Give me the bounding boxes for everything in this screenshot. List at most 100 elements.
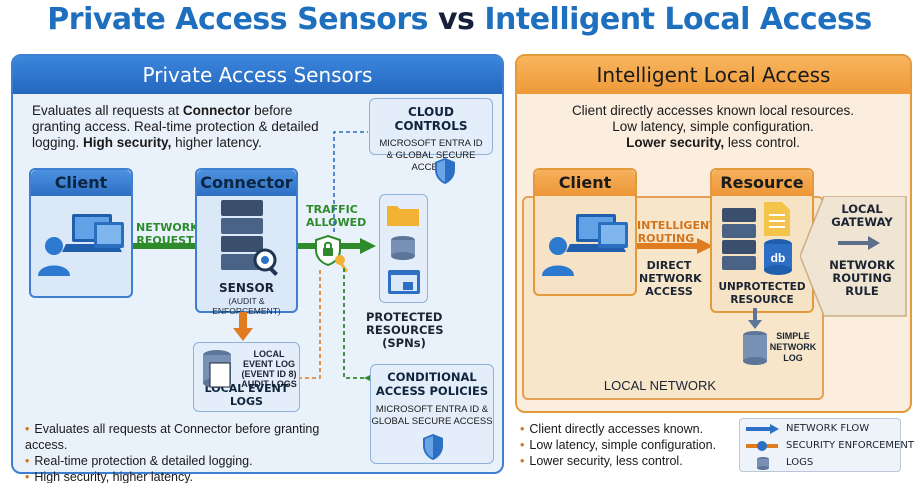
lock-shield-icon — [315, 234, 349, 273]
local-event-log-lines: LOCAL EVENT LOG (EVENT ID 8) AUDIT LOGS — [238, 349, 300, 389]
bullet-item: •Client directly accesses known. — [520, 422, 704, 436]
desc-text: Evaluates all requests at — [32, 103, 183, 118]
protected-line: RESOURCES — [366, 323, 444, 337]
desc-text: granting access. Real-time protection & … — [32, 119, 319, 134]
simple-log-line: LOG — [783, 353, 803, 363]
bullet-text: Low latency, simple configuration. — [529, 438, 717, 452]
cap-line-2: GLOBAL SECURE ACCESS — [371, 416, 493, 427]
direct-line: NETWORK — [639, 272, 702, 285]
network-request-line: NETWORK — [136, 221, 199, 234]
bullet-item: •Real-time protection & detailed logging… — [25, 454, 253, 468]
traffic-allowed-label: TRAFFIC ALLOWED — [306, 203, 367, 229]
desc-text: higher latency. — [171, 135, 262, 150]
unprotected-line: RESOURCE — [730, 294, 794, 306]
gateway-line: LOCAL — [841, 202, 883, 216]
desc-bold: Lower security, — [626, 135, 725, 150]
protected-line: PROTECTED — [366, 310, 443, 324]
local-gateway-label: LOCAL GATEWAY — [822, 203, 902, 229]
legend-label: NETWORK FLOW — [786, 423, 870, 434]
title-part-1: Private Access Sensors — [47, 2, 429, 37]
bullet-item: •Evaluates all requests at Connector bef… — [25, 422, 320, 452]
bullet-text: Lower security, less control. — [529, 454, 683, 468]
shield-icon — [435, 158, 455, 184]
log-line: EVENT LOG — [242, 359, 295, 369]
protected-resources-label: PROTECTED RESOURCES (SPNs) — [366, 310, 444, 350]
direct-network-access-label: DIRECT NETWORK ACCESS — [639, 259, 702, 298]
cap-title-2: ACCESS POLICIES — [375, 384, 489, 398]
database-icon — [743, 331, 767, 365]
bullet-item: •High security, higher latency. — [25, 470, 194, 483]
routing-line: INTELLIGENT — [637, 219, 717, 232]
traffic-allowed-line: TRAFFIC — [306, 203, 358, 216]
protected-resources-icons — [387, 206, 420, 294]
bullet-text: Evaluates all requests at Connector befo… — [25, 422, 320, 452]
desc-text: Low latency, simple configuration. — [612, 119, 814, 134]
right-bullet-list: •Client directly accesses known. •Low la… — [520, 421, 735, 469]
connector-title: Connector — [197, 170, 296, 196]
legend-label: SECURITY ENFORCEMENT — [786, 440, 914, 451]
simple-log-line: SIMPLE — [776, 331, 810, 341]
desc-text: logging. — [32, 135, 84, 150]
routing-line: ROUTING — [637, 232, 695, 245]
unprotected-line: UNPROTECTED — [718, 281, 806, 293]
routing-rule-line: ROUTING — [832, 271, 892, 285]
traffic-allowed-line: ALLOWED — [306, 216, 367, 229]
desc-text: less control. — [724, 135, 800, 150]
right-description: Client directly accesses known local res… — [528, 103, 898, 151]
desc-bold: Connector — [182, 103, 251, 118]
left-description: Evaluates all requests at Connector befo… — [32, 103, 332, 151]
cap-title-1: CONDITIONAL — [387, 370, 477, 384]
direct-line: ACCESS — [645, 285, 693, 298]
sensor-sub-label: (AUDIT & ENFORCEMENT) — [212, 296, 281, 316]
legend-label: LOGS — [786, 457, 814, 468]
client-title: Client — [31, 170, 131, 196]
routing-rule-line: NETWORK — [829, 258, 895, 272]
unprotected-resource-label: UNPROTECTED RESOURCE — [712, 281, 812, 307]
cloud-controls-line-1: MICROSOFT ENTRA ID — [379, 138, 483, 149]
log-down-arrow — [233, 312, 253, 341]
legend: NETWORK FLOW SECURITY ENFORCEMENT LOGS — [739, 418, 914, 472]
cloud-controls-box: CLOUD CONTROLS MICROSOFT ENTRA ID & GLOB… — [369, 98, 493, 173]
desc-text: before — [250, 103, 293, 118]
desc-bold: High security, — [83, 135, 172, 150]
intelligent-routing-label: INTELLIGENT ROUTING — [637, 219, 717, 245]
gateway-line: GATEWAY — [831, 215, 893, 229]
log-line: (EVENT ID 8) — [241, 369, 297, 379]
intelligent-routing-arrow — [637, 238, 713, 254]
database-icon — [757, 457, 769, 470]
arrow-right-icon — [838, 236, 880, 250]
title-vs: vs — [437, 2, 475, 37]
bullet-item: •Low latency, simple configuration. — [520, 438, 717, 452]
simple-log-line: NETWORK — [769, 342, 817, 352]
left-panel-header: Private Access Sensors — [13, 56, 502, 94]
resource-icons — [722, 202, 792, 275]
left-bullet-list: •Evaluates all requests at Connector bef… — [25, 421, 365, 483]
bullet-text: High security, higher latency. — [34, 470, 194, 483]
blue-arrow-icon — [746, 424, 779, 434]
network-routing-rule-label: NETWORK ROUTING RULE — [822, 259, 902, 298]
cap-line-1: MICROSOFT ENTRA ID & — [375, 404, 489, 415]
local-network-label: LOCAL NETWORK — [603, 378, 717, 393]
right-client-computer-icon — [542, 214, 628, 276]
db-label: db — [770, 251, 786, 265]
title-part-2: Intelligent Local Access — [484, 2, 872, 37]
log-line: AUDIT LOGS — [241, 379, 297, 389]
log-down-arrow — [748, 308, 762, 329]
bullet-text: Real-time protection & detailed logging. — [34, 454, 253, 468]
shield-icon — [423, 434, 443, 460]
enforcement-icon — [746, 441, 778, 451]
local-gateway-shape — [800, 196, 907, 317]
right-panel-header: Intelligent Local Access — [517, 56, 910, 94]
log-line: LOCAL — [253, 349, 285, 359]
simple-network-log-label: SIMPLE NETWORK LOG — [768, 331, 818, 364]
right-client-title: Client — [535, 170, 635, 196]
bullet-item: •Lower security, less control. — [520, 454, 683, 468]
client-computer-icon — [38, 214, 124, 276]
bullet-text: Client directly accesses known. — [529, 422, 704, 436]
routing-rule-line: RULE — [845, 284, 879, 298]
server-icon — [221, 200, 278, 276]
cloud-controls-title: CLOUD CONTROLS — [394, 105, 468, 133]
resource-title: Resource — [712, 170, 812, 196]
database-icon — [203, 350, 231, 388]
desc-text: Client directly accesses known local res… — [571, 103, 855, 118]
